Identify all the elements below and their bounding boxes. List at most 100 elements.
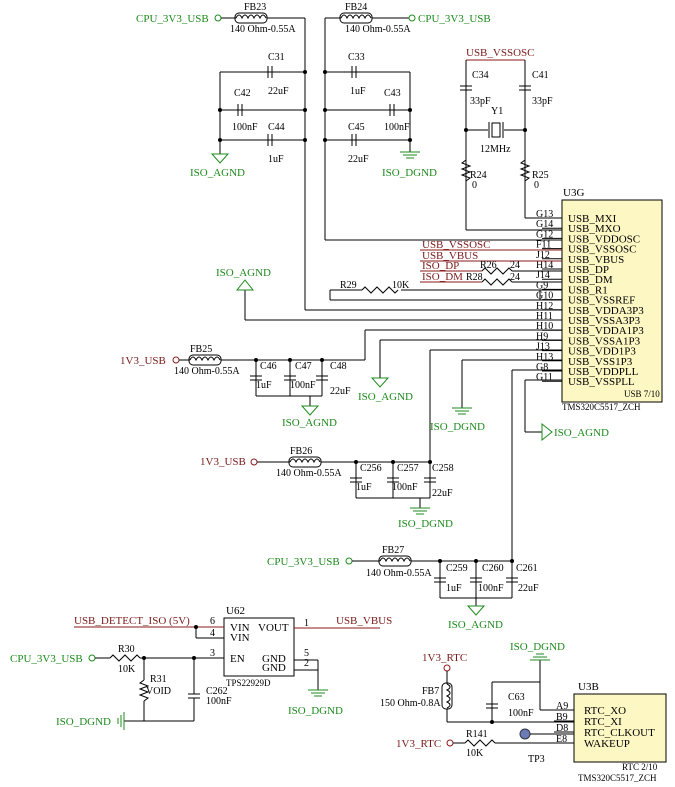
c259-ref: C259 bbox=[446, 563, 468, 574]
net-label-cpu3v3-2: CPU_3V3_USB bbox=[418, 13, 491, 25]
resistor-r28 bbox=[481, 278, 513, 286]
u3g-pin-number: F11 bbox=[536, 240, 551, 251]
c31-ref: C31 bbox=[268, 52, 285, 63]
u3g-pin-name: USB_VDD1P3 bbox=[568, 346, 636, 358]
c262-ref: C262 bbox=[206, 686, 228, 697]
fb23-ref: FB23 bbox=[244, 2, 266, 13]
fb25-section: 1V3_USB FB25 140 Ohm-0.55A C46 1uF C47 1… bbox=[120, 344, 365, 429]
r30-value: 10K bbox=[118, 664, 136, 675]
fb7-value: 150 Ohm-0.8A bbox=[380, 698, 441, 709]
u3g-pin-number: H12 bbox=[536, 301, 553, 312]
net-label-vbus-u3g: USB_VBUS bbox=[422, 250, 478, 262]
c44-value: 1uF bbox=[268, 154, 284, 165]
r25-value: 0 bbox=[534, 180, 539, 191]
u3g-pin-number: G10 bbox=[536, 291, 553, 302]
fb24-ref: FB24 bbox=[345, 2, 367, 13]
tp3-ref: TP3 bbox=[528, 754, 545, 765]
r31-ref: R31 bbox=[150, 674, 167, 685]
net-label-iso-dgnd-3: ISO_DGND bbox=[398, 518, 453, 530]
u3g-pin-number: H10 bbox=[536, 321, 553, 332]
u3g-pin-number: H13 bbox=[536, 352, 553, 363]
u3g-pin-name: USB_VDDOSC bbox=[568, 233, 640, 245]
net-label-usb-vbus: USB_VBUS bbox=[336, 615, 392, 627]
c46-value: 1uF bbox=[256, 380, 272, 391]
u3b-pin-name: WAKEUP bbox=[584, 738, 630, 750]
u3b-pin-number: B9 bbox=[556, 712, 568, 723]
fb24-section: FB24 140 Ohm-0.55A CPU_3V3_USB C33 1uF C… bbox=[323, 2, 491, 240]
u3g-pin-number: H14 bbox=[536, 260, 553, 271]
net-label-iso-dgnd-1: ISO_DGND bbox=[382, 167, 437, 179]
u3b-body bbox=[573, 693, 667, 763]
c45-value: 22uF bbox=[348, 154, 369, 165]
agnd-symbol bbox=[210, 153, 230, 164]
u3g-pin-name: USB_VSS1P3 bbox=[568, 356, 633, 368]
net-label-iso-agnd-2: ISO_AGND bbox=[216, 267, 271, 279]
resistor-r31 bbox=[138, 679, 150, 702]
u3g-pin-name: USB_VDDPLL bbox=[568, 366, 639, 378]
ferrite-bead-fb24 bbox=[339, 12, 373, 24]
fb26-ref: FB26 bbox=[290, 446, 312, 457]
fb27-value: 140 Ohm-0.55A bbox=[366, 568, 432, 579]
u62-ref: U62 bbox=[226, 605, 245, 617]
fb24-value: 140 Ohm-0.55A bbox=[345, 24, 411, 35]
fb7-ref: FB7 bbox=[422, 686, 439, 697]
u62-pin-name: VIN bbox=[230, 632, 250, 644]
c47-value: 100nF bbox=[290, 380, 316, 391]
net-port bbox=[446, 739, 454, 747]
r29-value: 10K bbox=[392, 280, 410, 291]
net-label-1v3-rtc-2: 1V3_RTC bbox=[396, 738, 441, 750]
net-label-iso-dm: ISO_DM bbox=[422, 271, 463, 283]
resistor-r141 bbox=[464, 739, 496, 747]
fb23-value: 140 Ohm-0.55A bbox=[230, 24, 296, 35]
crystal-y1 bbox=[491, 122, 501, 138]
c43-ref: C43 bbox=[384, 88, 401, 99]
net-label-iso-agnd-5: ISO_AGND bbox=[282, 417, 337, 429]
c257-ref: C257 bbox=[397, 463, 419, 474]
net-label-iso-dgnd-5: ISO_DGND bbox=[56, 716, 111, 728]
u3g-pin-number: J12 bbox=[536, 250, 550, 261]
resistor-r29 bbox=[361, 286, 399, 294]
net-port bbox=[443, 664, 451, 672]
r26-value: 24 bbox=[510, 260, 520, 271]
u3g-pin-name: USB_MXI bbox=[568, 213, 617, 225]
ferrite-bead-fb27 bbox=[378, 555, 412, 567]
rtc-section: 1V3_RTC FB7 150 Ohm-0.8A C63 100nF ISO_D… bbox=[380, 641, 667, 783]
ferrite-bead-fb23 bbox=[234, 12, 268, 24]
net-port bbox=[408, 14, 416, 22]
u3g-pin-number: G8 bbox=[536, 362, 548, 373]
net-label-1v3-rtc-1: 1V3_RTC bbox=[422, 652, 467, 664]
c33-value: 1uF bbox=[350, 86, 366, 97]
u3g-pin-number: G13 bbox=[536, 209, 553, 220]
fb27-section: CPU_3V3_USB FB27 140 Ohm-0.55A C259 1uF … bbox=[267, 545, 539, 631]
u62-pin-name: VOUT bbox=[258, 622, 289, 634]
u3g-pin-number: H11 bbox=[536, 311, 553, 322]
testpoint-tp3 bbox=[519, 728, 531, 740]
u3g-pin-number: G9 bbox=[536, 280, 548, 291]
c42-ref: C42 bbox=[234, 88, 251, 99]
u3b-pin-number: A9 bbox=[556, 701, 568, 712]
c256-ref: C256 bbox=[360, 463, 382, 474]
u3b-ref: U3B bbox=[578, 681, 599, 693]
net-label-iso-agnd-6: ISO_AGND bbox=[448, 619, 503, 631]
c63-value: 100nF bbox=[508, 708, 534, 719]
fb25-value: 140 Ohm-0.55A bbox=[174, 366, 240, 377]
c44-ref: C44 bbox=[268, 122, 285, 133]
agnd-symbol bbox=[300, 405, 320, 416]
u62-pin-name: GND bbox=[262, 662, 286, 674]
resistor-r26 bbox=[481, 267, 513, 275]
agnd-symbol bbox=[235, 279, 255, 291]
u3b-unit: RTC 2/10 bbox=[622, 762, 658, 772]
r24-ref: R24 bbox=[470, 170, 487, 181]
net-label-iso-dgnd-2: ISO_DGND bbox=[430, 421, 485, 433]
u3g-pin-name: USB_VSSREF bbox=[568, 295, 635, 307]
resistor-r24 bbox=[460, 159, 472, 182]
c261-ref: C261 bbox=[516, 563, 538, 574]
c34-value: 33pF bbox=[470, 96, 491, 107]
u3g-pin-name: USB_DM bbox=[568, 274, 613, 286]
c256-value: 1uF bbox=[356, 482, 372, 493]
c45-ref: C45 bbox=[348, 122, 365, 133]
u3g-pin-name: USB_VDDA1P3 bbox=[568, 325, 644, 337]
net-port bbox=[214, 14, 222, 22]
